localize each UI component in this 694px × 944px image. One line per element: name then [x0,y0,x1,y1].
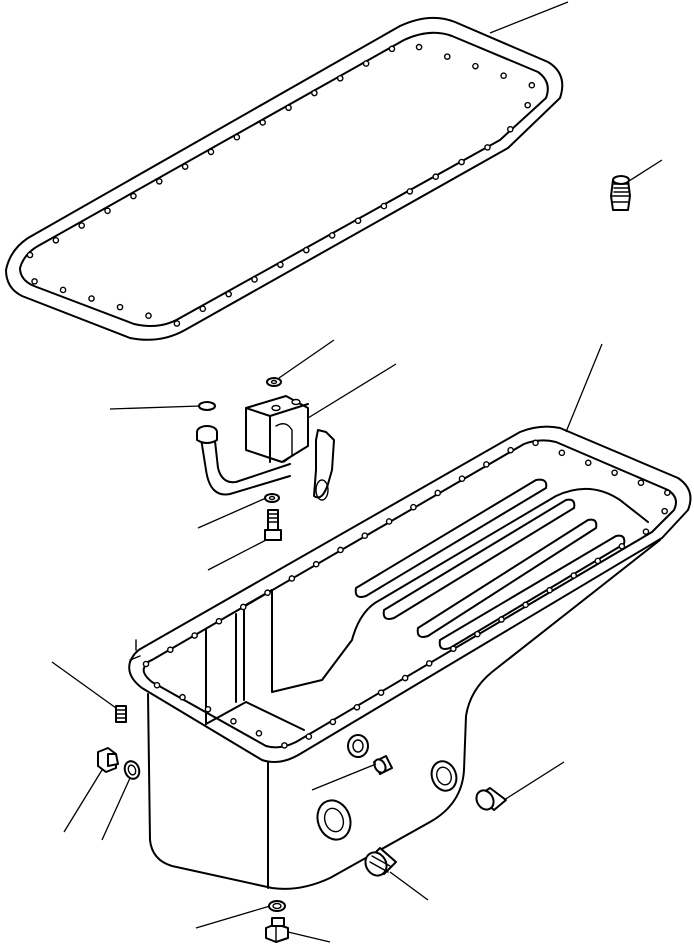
bolt-hole [153,681,161,689]
bolt-hole [155,178,163,185]
bolt-hole [498,616,505,623]
bolt-hole [522,601,529,609]
bolt-hole [336,75,344,82]
bolt-hole [78,222,86,229]
bolt-hole [52,236,60,244]
bolt-hole [31,278,38,285]
strainer-pipe-icon [196,425,335,501]
bolt-hole [558,449,566,457]
bolt-hole [500,72,507,79]
bolt-hole [432,173,440,181]
bolt-hole [353,703,361,711]
bolt-hole [179,693,186,701]
bolt-hole [528,81,536,89]
bolt-hole [546,586,553,594]
bolt-hole [26,251,34,259]
o-ring-icon [123,760,286,912]
bolt-hole [167,646,174,654]
bolt-hole [415,43,423,51]
bolt-hole [116,303,124,311]
bolt-hole [305,733,313,740]
bolt-hole [59,286,67,294]
bolt-hole [145,312,152,320]
bolt-hole [303,246,310,254]
bolt-hole [88,295,95,302]
bolt-hole [191,632,198,639]
bolt-hole [225,290,232,298]
bolt-hole [255,730,263,737]
bolt-hole [251,276,258,283]
bolt-hole [380,202,388,210]
gasket-icon [5,16,564,341]
bolt-hole [661,507,668,515]
bolt-hole [337,546,344,554]
bolt-hole [215,617,223,625]
bolt-hole [532,439,539,447]
bolt-hole [388,45,396,53]
bolt-hole [474,630,481,638]
bolt-icon [264,509,282,541]
bolt-hole [642,528,650,535]
bolt-hole [507,446,514,454]
bolt-hole [450,645,457,653]
bracket-icon [245,395,309,463]
bolt-hole [458,158,465,166]
bolt-hole [259,119,266,126]
bolt-hole [181,163,189,170]
bolt-hole [484,144,491,151]
bolt-hole [524,101,531,109]
plug-icon [610,159,663,211]
bolt-hole [385,518,393,525]
bolt-hole [584,459,592,467]
bolt-hole [288,575,296,582]
bolt-hole [311,89,318,97]
bolt-hole [329,718,337,726]
bolt-hole [264,589,271,597]
bolt-hole [173,320,181,327]
drain-plug-icon [97,705,289,943]
bolt-hole [142,660,150,668]
bolt-hole [406,188,414,195]
bolt-hole [377,689,385,696]
bolt-hole [594,557,602,565]
bolt-hole [207,148,215,156]
bolt-hole [637,479,645,487]
bolt-hole [506,125,514,133]
bolt-hole [204,705,212,713]
oil-pan-icon [128,425,692,890]
bolt-hole [434,489,442,497]
washer-icon [198,377,282,503]
bolt-hole [281,742,288,749]
bolt-hole [570,572,578,579]
bolt-hole [425,660,433,667]
bolt-hole [458,475,466,482]
bolt-hole [104,207,111,215]
bolt-hole [130,192,137,200]
bolt-hole [354,217,362,225]
bolt-hole [618,543,626,550]
bolt-hole [401,674,409,682]
bolt-hole [664,489,671,497]
cap-icon [364,755,507,877]
bolt-hole [361,532,369,540]
bolt-hole [199,305,207,313]
bolt-hole [239,603,247,611]
bolt-hole [472,62,479,70]
bolt-hole [285,104,292,112]
bolt-hole [233,133,241,141]
bolt-hole [362,60,370,67]
bolt-hole [277,261,284,269]
bolt-hole [443,53,451,60]
bolt-hole [328,232,336,239]
bolt-hole [410,503,417,511]
bolt-hole [611,469,618,477]
bolt-hole [230,718,237,725]
bolt-hole [312,560,320,568]
bolt-hole [483,461,490,468]
